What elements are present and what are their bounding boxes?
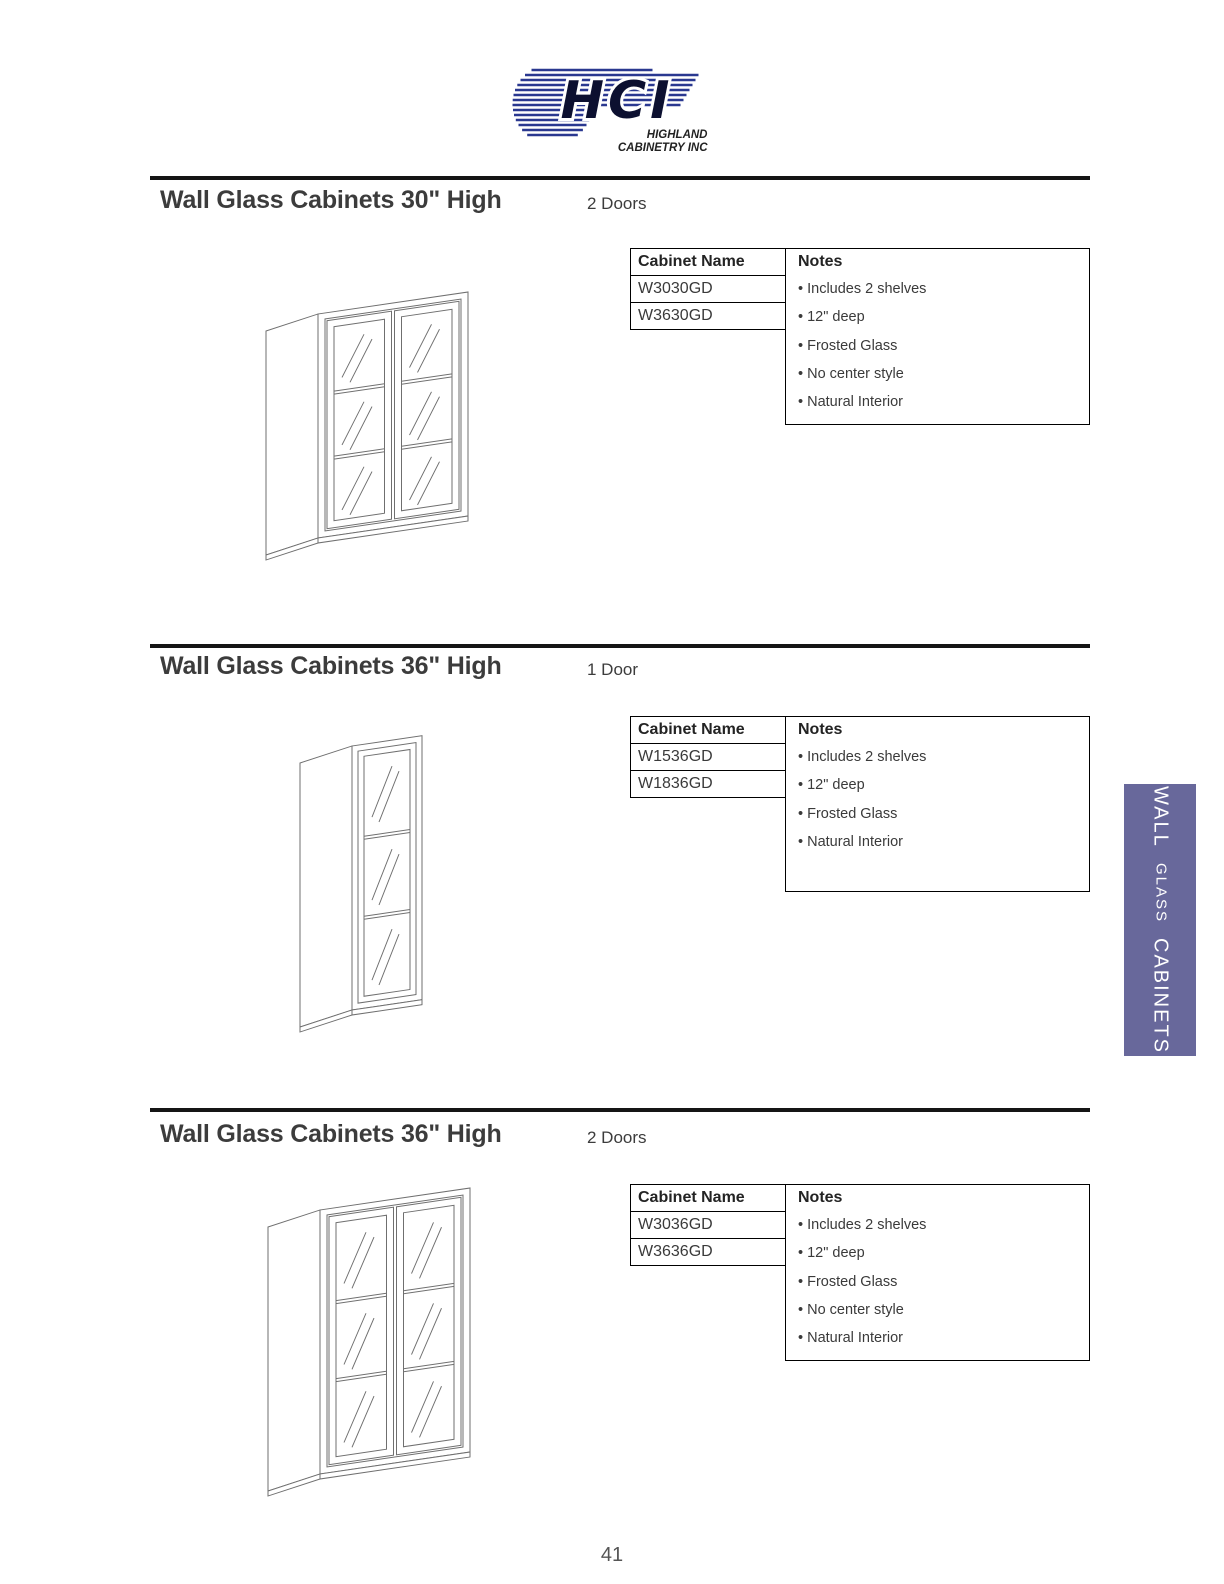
side-tab-label: WALL GLASS CABINETS [1149, 782, 1172, 1059]
notes-list: Includes 2 shelves 12" deep Frosted Glas… [798, 743, 1083, 856]
side-tab-word: GLASS [1152, 862, 1170, 923]
note-item: Frosted Glass [798, 1268, 1083, 1296]
logo-speed-lines [512, 68, 699, 137]
note-item: 12" deep [798, 771, 1083, 799]
note-item: No center style [798, 360, 1083, 388]
cabinet-drawing-30high-2door [248, 272, 483, 577]
logo-subtitle-1: HIGHLAND [647, 129, 708, 141]
logo-subtitle-2: CABINETRY INC [618, 142, 708, 154]
notes-header: Notes [798, 253, 843, 270]
section-divider [150, 176, 1090, 180]
cabinet-name: W3630GD [630, 302, 786, 330]
cabinet-name-header: Cabinet Name [630, 248, 786, 276]
note-item: Includes 2 shelves [798, 743, 1083, 771]
spec-table: Cabinet Name W1536GD W1836GD Notes Inclu… [630, 716, 1090, 892]
doors-count-label: 1 Door [587, 660, 639, 679]
cabinet-name: W3030GD [630, 275, 786, 303]
notes-header: Notes [798, 1189, 843, 1206]
cabinet-drawing-36high-2door [250, 1168, 485, 1513]
section-title: Wall Glass Cabinets 36" High [160, 1120, 502, 1148]
notes-list: Includes 2 shelves 12" deep Frosted Glas… [798, 1211, 1083, 1352]
page-number: 41 [600, 1544, 624, 1566]
section-title: Wall Glass Cabinets 30" High [160, 186, 502, 214]
company-logo: HCI HIGHLAND CABINETRY INC [500, 56, 720, 161]
cabinet-name-column: Cabinet Name W1536GD W1836GD [630, 716, 786, 798]
notes-list: Includes 2 shelves 12" deep Frosted Glas… [798, 275, 1083, 416]
notes-header: Notes [798, 721, 843, 738]
note-item: 12" deep [798, 1239, 1083, 1267]
doors-count-label: 2 Doors [587, 1128, 647, 1147]
section-divider [150, 1108, 1090, 1112]
cabinet-name-column: Cabinet Name W3030GD W3630GD [630, 248, 786, 330]
section-divider [150, 644, 1090, 648]
note-item: Natural Interior [798, 828, 1083, 856]
cabinet-name-header: Cabinet Name [630, 716, 786, 744]
section-title: Wall Glass Cabinets 36" High [160, 652, 502, 680]
spec-table: Cabinet Name W3036GD W3636GD Notes Inclu… [630, 1184, 1090, 1362]
cabinet-name-column: Cabinet Name W3036GD W3636GD [630, 1184, 786, 1266]
spec-table: Cabinet Name W3030GD W3630GD Notes Inclu… [630, 248, 1090, 426]
cabinet-name: W3036GD [630, 1211, 786, 1239]
note-item: 12" deep [798, 303, 1083, 331]
cabinet-name: W1836GD [630, 770, 786, 798]
side-tab-word: WALL [1149, 785, 1172, 848]
cabinet-name: W1536GD [630, 743, 786, 771]
cabinet-name: W3636GD [630, 1238, 786, 1266]
notes-box: Notes Includes 2 shelves 12" deep Froste… [785, 248, 1090, 426]
hci-logo-graphic: HCI HIGHLAND CABINETRY INC [512, 68, 708, 154]
side-tab-word: CABINETS [1149, 938, 1172, 1055]
note-item: Includes 2 shelves [798, 1211, 1083, 1239]
note-item: Frosted Glass [798, 332, 1083, 360]
note-item: Natural Interior [798, 1324, 1083, 1352]
side-tab: WALL GLASS CABINETS [1124, 784, 1196, 1056]
note-item: No center style [798, 1296, 1083, 1324]
notes-box: Notes Includes 2 shelves 12" deep Froste… [785, 1184, 1090, 1362]
notes-box: Notes Includes 2 shelves 12" deep Froste… [785, 716, 1090, 892]
doors-count-label: 2 Doors [587, 194, 647, 213]
logo-letters: HCI [561, 71, 674, 131]
note-item: Includes 2 shelves [798, 275, 1083, 303]
cabinet-drawing-36high-1door [262, 706, 447, 1051]
note-item: Frosted Glass [798, 800, 1083, 828]
note-item: Natural Interior [798, 388, 1083, 416]
cabinet-name-header: Cabinet Name [630, 1184, 786, 1212]
